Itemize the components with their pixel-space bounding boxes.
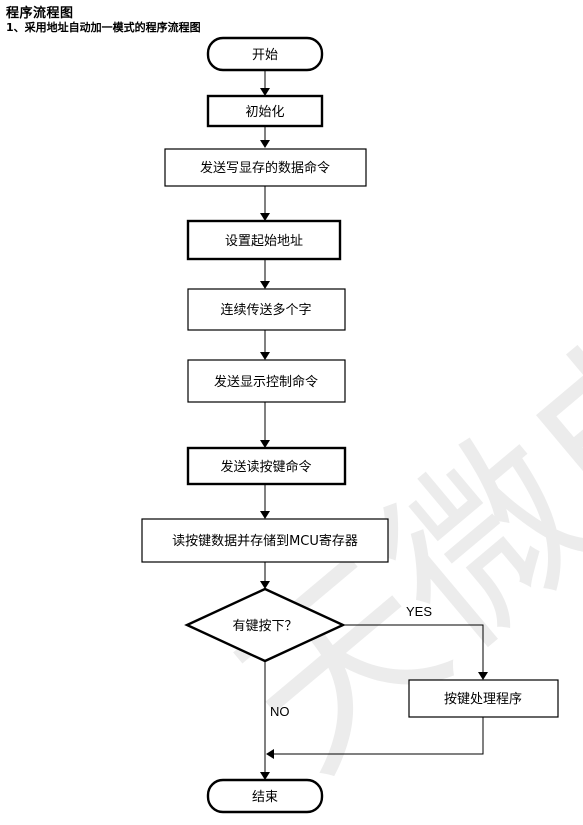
svg-text:发送显示控制命令: 发送显示控制命令 — [214, 374, 318, 390]
flow-node-key-process: 按键处理程序 — [408, 679, 559, 718]
flow-node-send-display-ctrl: 发送显示控制命令 — [187, 359, 346, 403]
svg-text:按键处理程序: 按键处理程序 — [444, 692, 522, 707]
no-label: NO — [270, 704, 290, 719]
diagram-subtitle: 1、采用地址自动加一模式的程序流程图 — [6, 21, 201, 34]
flow-node-init: 初始化 — [206, 94, 324, 128]
flow-node-send-bytes: 连续传送多个字 — [187, 288, 346, 331]
flow-node-send-read-key-cmd: 发送读按键命令 — [186, 446, 347, 486]
svg-text:连续传送多个字: 连续传送多个字 — [220, 302, 311, 318]
flow-node-read-key-data: 读按键数据并存储到MCU寄存器 — [141, 518, 389, 563]
yes-label: YES — [406, 604, 432, 619]
svg-text:初始化: 初始化 — [245, 105, 284, 120]
flow-node-key-pressed-decision: 有键按下？ — [184, 587, 346, 663]
flow-node-send-write-cmd: 发送写显存的数据命令 — [164, 148, 367, 187]
connectors — [260, 70, 488, 780]
page-title: 程序流程图 — [6, 6, 74, 21]
svg-text:设置起始地址: 设置起始地址 — [225, 234, 303, 249]
flow-node-set-start-address: 设置起始地址 — [186, 219, 342, 261]
flow-node-start: 开始 — [206, 36, 324, 72]
svg-text:结束: 结束 — [252, 790, 278, 805]
svg-text:读按键数据并存储到MCU寄存器: 读按键数据并存储到MCU寄存器 — [172, 533, 358, 549]
svg-text:发送写显存的数据命令: 发送写显存的数据命令 — [200, 160, 330, 176]
svg-text:开始: 开始 — [252, 48, 278, 63]
svg-text:有键按下？: 有键按下？ — [232, 619, 297, 634]
svg-text:发送读按键命令: 发送读按键命令 — [220, 459, 311, 475]
flow-node-end: 结束 — [206, 778, 324, 814]
